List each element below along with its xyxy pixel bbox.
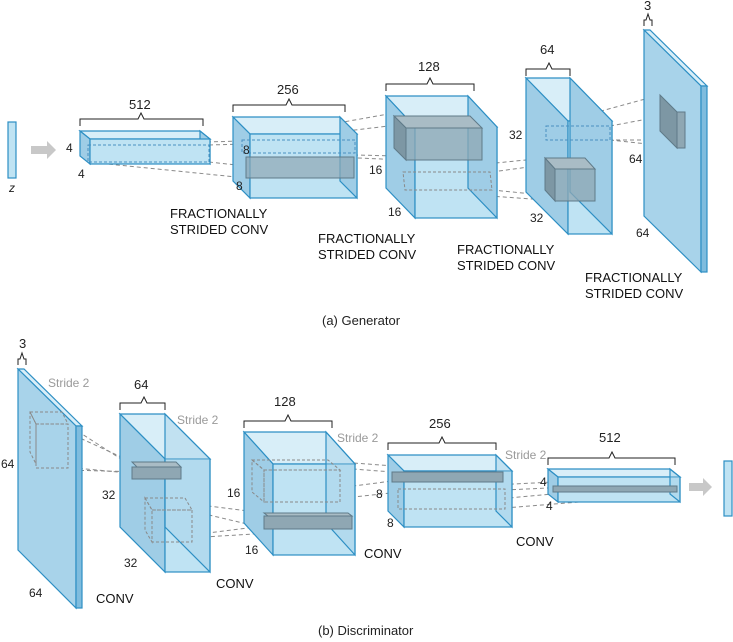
gen-op-4-line-2: STRIDED CONV <box>585 286 684 301</box>
disc-op-3-label: CONV <box>364 546 402 561</box>
z-input-vector <box>7 121 17 179</box>
gen-layer-1-channels: 512 <box>129 97 151 112</box>
disc-layer-5-brace <box>547 450 676 465</box>
disc-stride-2: Stride 2 <box>177 413 219 427</box>
gen-layer-5-channels: 3 <box>644 0 651 13</box>
disc-layer-1-height: 64 <box>1 457 15 471</box>
gen-layer-3-width: 16 <box>388 205 402 219</box>
gen-layer-3-brace <box>385 76 475 91</box>
gen-layer-4-height: 32 <box>509 128 523 142</box>
gen-layer-5-volume <box>642 28 709 274</box>
gen-op-3-line-2: STRIDED CONV <box>457 258 556 273</box>
disc-layer-5-width: 4 <box>546 499 553 513</box>
disc-layer-1-channels: 3 <box>19 336 26 351</box>
gen-layer-1-height: 4 <box>66 141 73 155</box>
disc-layer-3-brace <box>243 413 333 428</box>
gen-layer-4-width: 32 <box>530 211 544 225</box>
disc-layer-4-volume <box>386 453 514 529</box>
gen-layer-1-volume <box>78 129 212 166</box>
generator-caption: (a) Generator <box>322 313 401 328</box>
disc-output-scalar <box>723 460 733 517</box>
gen-layer-5-width: 64 <box>636 226 650 240</box>
gen-layer-3-volume <box>384 94 499 220</box>
gen-op-3-line-1: FRACTIONALLY <box>457 242 555 257</box>
gen-layer-3-channels: 128 <box>418 59 440 74</box>
disc-output-arrow <box>689 478 712 496</box>
gen-layer-4-brace <box>525 61 571 76</box>
disc-layer-3-width: 16 <box>245 543 259 557</box>
gen-op-1-label: FRACTIONALLY STRIDED CONV <box>170 206 271 237</box>
gen-layer-2-volume <box>231 115 359 200</box>
disc-layer-2-height: 32 <box>102 488 116 502</box>
gen-layer-3-height: 16 <box>369 163 383 177</box>
disc-layer-5-height: 4 <box>540 475 547 489</box>
disc-layer-1-width: 64 <box>29 586 43 600</box>
disc-layer-4-channels: 256 <box>429 416 451 431</box>
disc-layer-5-channels: 512 <box>599 430 621 445</box>
gen-layer-5-brace <box>643 12 653 26</box>
gen-layer-2-channels: 256 <box>277 82 299 97</box>
gen-op-2-line-2: STRIDED CONV <box>318 247 417 262</box>
disc-op-1-label: CONV <box>96 591 134 606</box>
gen-op-1-line-1: FRACTIONALLY <box>170 206 268 221</box>
gen-layer-1-brace <box>79 111 204 126</box>
gen-layer-4-volume <box>524 76 614 236</box>
disc-layer-3-channels: 128 <box>274 394 296 409</box>
gen-layer-5-height: 64 <box>629 152 643 166</box>
disc-stride-1: Stride 2 <box>48 376 90 390</box>
disc-layer-4-brace <box>387 435 497 450</box>
gen-op-2-line-1: FRACTIONALLY <box>318 231 416 246</box>
disc-layer-2-volume <box>118 412 212 574</box>
disc-layer-2-channels: 64 <box>134 377 148 392</box>
disc-layer-1-volume <box>16 367 84 610</box>
gen-op-3-label: FRACTIONALLY STRIDED CONV <box>457 242 558 273</box>
gen-layer-4-channels: 64 <box>540 42 554 57</box>
gen-op-1-line-2: STRIDED CONV <box>170 222 269 237</box>
z-label: z <box>8 181 15 195</box>
disc-op-4-label: CONV <box>516 534 554 549</box>
disc-op-2-label: CONV <box>216 576 254 591</box>
discriminator-caption: (b) Discriminator <box>318 623 414 638</box>
disc-layer-2-width: 32 <box>124 556 138 570</box>
disc-layer-5-volume <box>546 467 682 504</box>
disc-layer-4-height: 8 <box>376 487 383 501</box>
disc-stride-3: Stride 2 <box>337 431 379 445</box>
disc-stride-4: Stride 2 <box>505 448 547 462</box>
gen-op-4-line-1: FRACTIONALLY <box>585 270 683 285</box>
disc-layer-1-brace <box>17 351 27 365</box>
disc-layer-4-width: 8 <box>387 516 394 530</box>
disc-layer-2-brace <box>119 395 166 410</box>
disc-layer-3-height: 16 <box>227 486 241 500</box>
gen-layer-2-height: 8 <box>243 143 250 157</box>
disc-layer-3-volume <box>242 430 357 557</box>
gen-layer-1-width: 4 <box>78 167 85 181</box>
generator-section: z <box>7 0 709 328</box>
gen-op-4-label: FRACTIONALLY STRIDED CONV <box>585 270 686 301</box>
discriminator-section: 3 64 64 Stride 2 64 32 32 Stride 2 <box>1 336 733 638</box>
gen-layer-2-width: 8 <box>236 179 243 193</box>
gen-layer-2-brace <box>232 97 346 112</box>
z-arrow <box>31 141 56 159</box>
gen-op-2-label: FRACTIONALLY STRIDED CONV <box>318 231 419 262</box>
